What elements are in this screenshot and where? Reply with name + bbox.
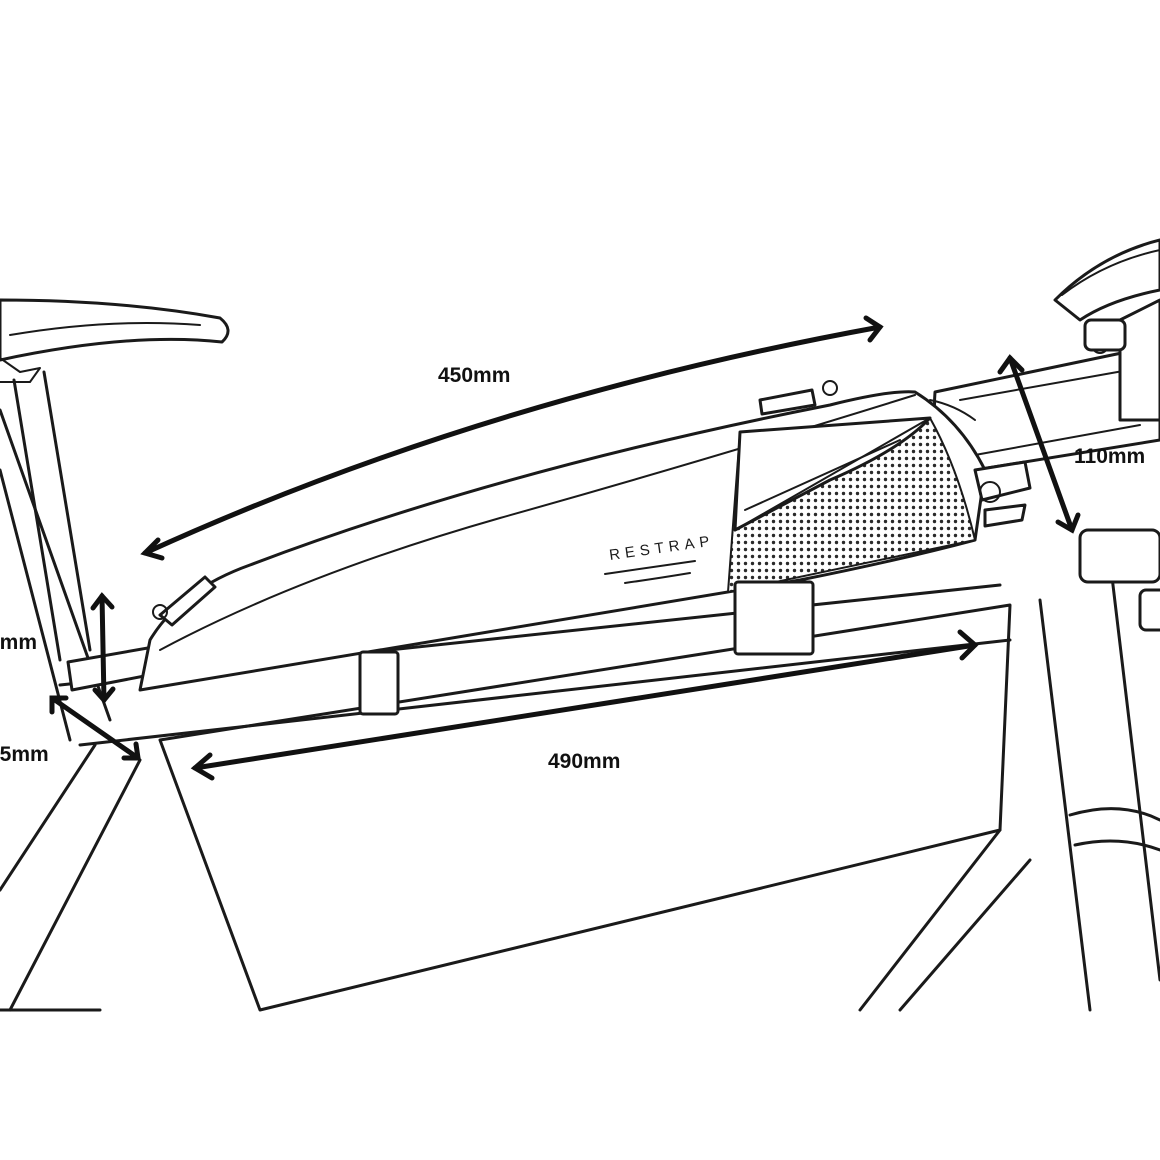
- frame-bag: RESTRAP: [66, 380, 1032, 716]
- bike-frame: [0, 370, 1160, 1012]
- dimension-arrow-front-height: [997, 354, 1081, 534]
- dimension-arrow-top-length: [140, 315, 884, 561]
- dimension-label-front-height: 110mm: [1074, 445, 1145, 468]
- dimension-arrow-frame-length: [190, 629, 979, 781]
- stem-handlebar: [933, 238, 1160, 632]
- dimension-label-rear-depth: 45mm: [0, 743, 49, 766]
- dimension-arrow-rear-depth: [49, 695, 141, 761]
- saddle: [0, 298, 230, 383]
- dimension-label-rear-height: 0mm: [0, 631, 37, 654]
- dimension-label-frame-length: 490mm: [548, 750, 620, 773]
- dimension-label-top-length: 450mm: [438, 364, 510, 387]
- dimension-arrow-rear-height: [90, 592, 116, 704]
